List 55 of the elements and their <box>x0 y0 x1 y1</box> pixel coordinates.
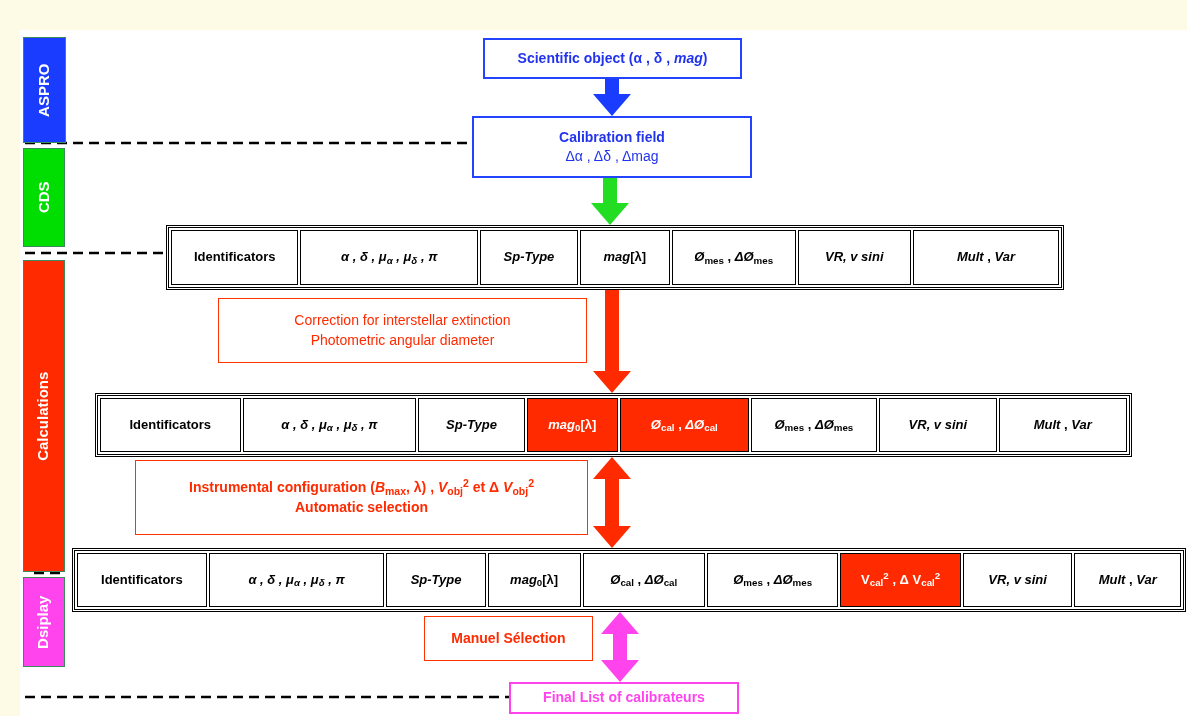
band-label: Dsiplay <box>33 595 53 649</box>
table-cell: Identificators <box>77 553 207 607</box>
table-cell: Mult , Var <box>998 398 1127 452</box>
highlighted-table-cell: Ø$_{cal}$ , ΔØ$_{cal}$ <box>620 398 749 452</box>
step-box <box>135 460 588 535</box>
table-cell: Sp-Type <box>480 230 578 285</box>
table-cell: α , δ , μ$_{α}$ , μ$_{δ}$ , π <box>242 398 417 452</box>
table-cell: Mult , Var <box>912 230 1059 285</box>
table-cell: Ø$_{mes}$ , ΔØ$_{mes}$ <box>706 553 839 607</box>
table-cell: VR, v sini <box>962 553 1073 607</box>
table-cell: Mult , Var <box>1074 553 1181 607</box>
box-text: Δα , Δδ , Δmag <box>565 147 659 166</box>
band-label: ASPRO <box>34 63 54 117</box>
table-cell: α , δ , μ$_{α}$ , μ$_{δ}$ , π <box>208 553 385 607</box>
process-box <box>472 116 752 178</box>
process-box <box>483 38 742 79</box>
stage-band <box>23 37 66 143</box>
box-text: Photometric angular diameter <box>310 330 495 350</box>
step-box <box>424 616 593 661</box>
table-cell: VR, v sini <box>879 398 997 452</box>
block-arrow <box>593 457 631 548</box>
highlighted-table-cell: mag$_{0}$[λ] <box>526 398 619 452</box>
dashed-connector <box>25 695 509 699</box>
band-label: Calculations <box>33 371 53 461</box>
stage-band <box>23 260 65 572</box>
result-box <box>509 682 739 714</box>
data-table-row <box>166 225 1064 290</box>
box-text: Correction for interstellar extinction <box>294 311 511 331</box>
table-cell: Sp-Type <box>386 553 486 607</box>
band-label: CDS <box>33 181 53 214</box>
stage-band <box>23 148 65 247</box>
box-text: Calibration field <box>559 127 665 147</box>
block-arrow <box>591 178 629 225</box>
block-arrow <box>601 612 639 682</box>
box-text: Final List of calibrateurs <box>543 688 705 708</box>
step-box <box>218 298 587 363</box>
table-cell: α , δ , μ$_{α}$ , μ$_{δ}$ , π <box>300 230 479 285</box>
block-arrow <box>593 79 631 116</box>
table-cell: VR, v sini <box>797 230 911 285</box>
stage-band <box>23 577 65 667</box>
table-cell: Sp-Type <box>418 398 525 452</box>
box-text: Automatic selection <box>295 497 428 517</box>
table-cell: mag$_{0}$[λ] <box>487 553 581 607</box>
box-text: Manuel Sélection <box>451 628 566 648</box>
table-cell: Ø$_{mes}$ , ΔØ$_{mes}$ <box>750 398 878 452</box>
table-cell: Identificators <box>171 230 299 285</box>
dashed-connector <box>25 251 166 255</box>
table-cell: Identificators <box>100 398 241 452</box>
data-table-row <box>95 393 1132 457</box>
table-cell: Ø$_{mes}$ , ΔØ$_{mes}$ <box>671 230 796 285</box>
table-cell: Ø$_{cal}$ , ΔØ$_{cal}$ <box>582 553 705 607</box>
box-text: Scientific object (α , δ , mag) <box>517 48 708 68</box>
data-table-row <box>72 548 1186 612</box>
table-cell: mag[λ] <box>579 230 670 285</box>
block-arrow <box>593 290 631 393</box>
